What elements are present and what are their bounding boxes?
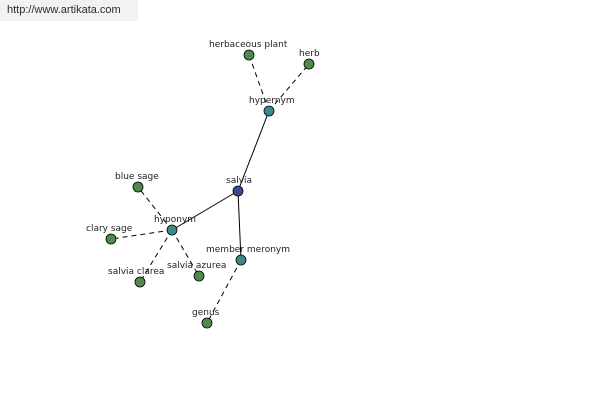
node-hypernym[interactable] [263, 105, 275, 117]
graph-labels: salvia hypernym hyponym member meronym herba… [86, 40, 320, 318]
graph-edges [110, 54, 310, 324]
node-salvia-azurea[interactable] [193, 270, 205, 282]
edge-salvia-hyponym [171, 190, 239, 231]
edge-salvia-member-meronym [237, 190, 242, 261]
node-genus[interactable] [201, 317, 213, 329]
label-hyponym: hyponym [154, 215, 196, 225]
node-salvia-clarea[interactable] [134, 276, 146, 288]
label-herbaceous-plant: herbaceous plant [209, 40, 288, 50]
node-member-meronym[interactable] [235, 254, 247, 266]
label-hypernym: hypernym [249, 96, 295, 106]
label-salvia-azurea: salvia azurea [167, 261, 226, 271]
edge-hypernym-herbaceous-plant [248, 54, 270, 112]
node-clary-sage[interactable] [105, 233, 117, 245]
node-herb[interactable] [303, 58, 315, 70]
edge-hyponym-clary-sage [110, 229, 173, 240]
edge-member-meronym-genus [206, 259, 242, 324]
label-herb: herb [299, 49, 320, 59]
graph-nodes [105, 49, 315, 329]
node-blue-sage[interactable] [132, 181, 144, 193]
edge-salvia-hypernym [237, 110, 270, 192]
label-genus: genus [192, 308, 220, 318]
label-member-meronym: member meronym [206, 245, 290, 255]
label-salvia-clarea: salvia clarea [108, 267, 164, 277]
node-herbaceous-plant[interactable] [243, 49, 255, 61]
edge-hyponym-blue-sage [137, 186, 173, 231]
label-salvia: salvia [226, 176, 252, 186]
label-blue-sage: blue sage [115, 172, 159, 182]
node-hyponym[interactable] [166, 224, 178, 236]
edge-hypernym-herb [268, 63, 310, 112]
edge-hyponym-salvia-clarea [139, 229, 173, 283]
node-salvia[interactable] [232, 185, 244, 197]
label-clary-sage: clary sage [86, 224, 133, 234]
watermark-url: http://www.artikata.com [0, 0, 138, 21]
